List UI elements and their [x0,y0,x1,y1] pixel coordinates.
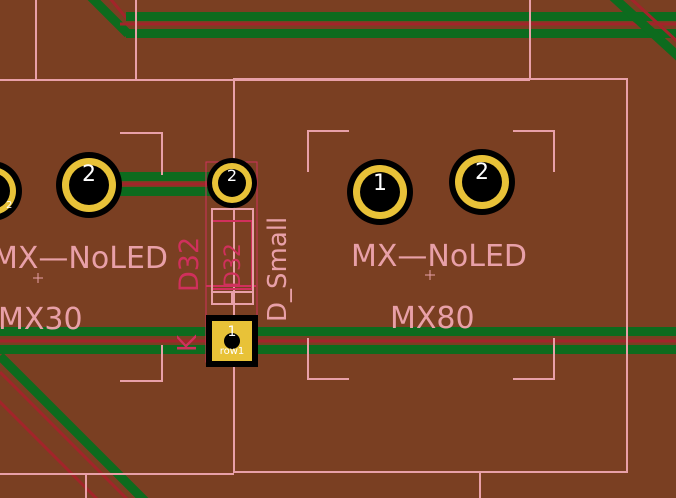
footprint-anchors [33,270,435,283]
mx80-ref: MX80 [390,301,475,336]
mx30-pad-partial[interactable]: 2 [0,161,22,221]
diode-value: D_Small [263,217,293,322]
diode-ref: D32 [174,237,205,292]
silkscreen-outlines [0,0,628,498]
mx30-pad-2-label: 2 [82,162,96,187]
diagonal-trace-top[interactable] [87,0,132,38]
mx80-courtyard [233,78,628,473]
mx80-pad-2-label: 2 [475,160,489,185]
diode-pad-1-label: 1 [228,324,237,340]
mx80-pad-1-label: 1 [373,171,387,196]
diagonal-trace-top-right[interactable] [609,0,676,61]
diode-pad-2-label: 2 [227,166,237,185]
mx30-pad-2[interactable]: 2 [56,152,122,218]
row-trace[interactable] [0,327,676,354]
diode-fab-ref: D32 [221,243,246,288]
diagonal-trace-bottom[interactable] [0,352,150,498]
mx80-pad-2[interactable]: 2 [449,149,515,215]
top-trace[interactable] [120,12,676,38]
mx30-value: MX—NoLED [0,241,168,276]
diode-pad-1-net: row1 [220,346,245,357]
mx30-pad-partial-label: 2 [6,200,12,211]
mx80-pad-1[interactable]: 1 [347,159,413,225]
diode-pad-1[interactable]: 1 row1 [206,315,258,367]
diode-pad-2[interactable]: 2 [207,158,257,208]
diode-cathode-marker: K [173,334,203,352]
diode-footprint[interactable]: 2 1 row1 [205,158,258,367]
mx80-value: MX—NoLED [351,239,527,274]
mx30-ref: MX30 [0,302,83,337]
